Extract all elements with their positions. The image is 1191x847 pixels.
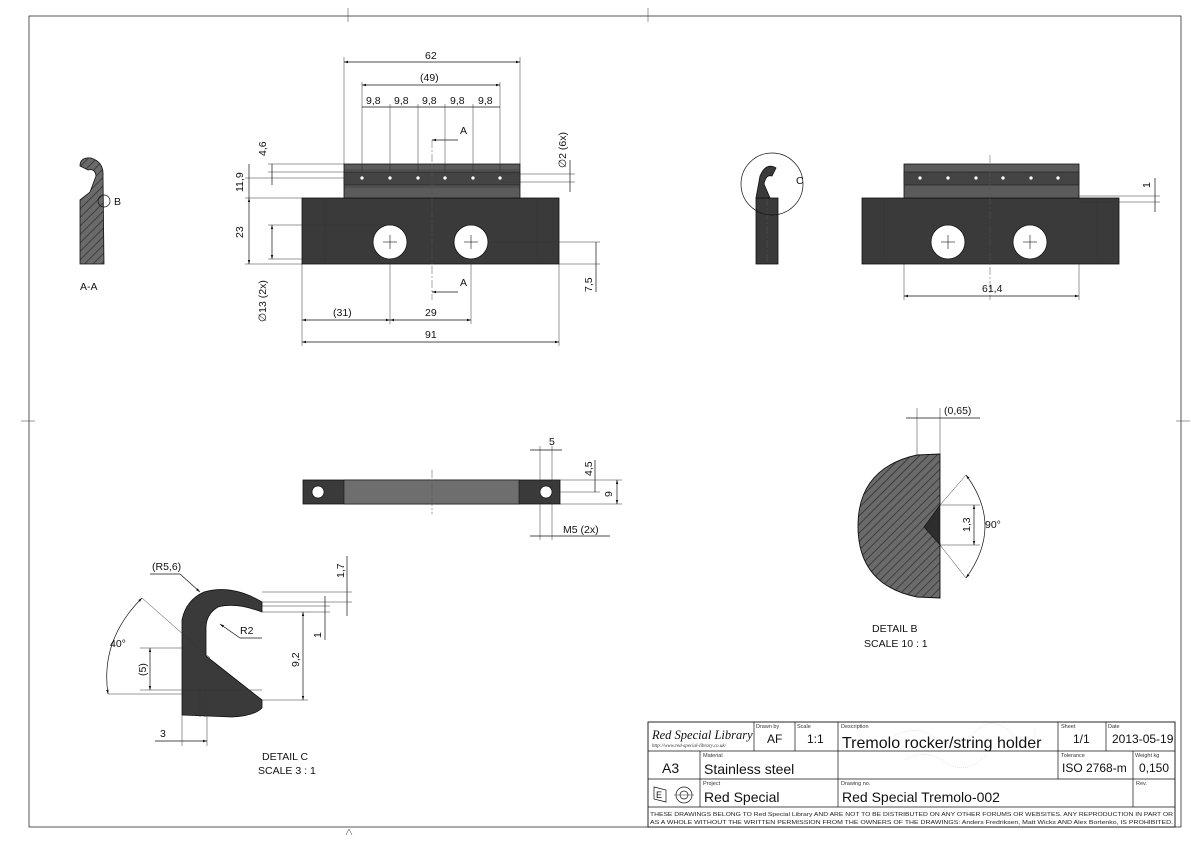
dim-1-3: 1,3 <box>961 517 973 532</box>
title-block: Red Special Library http://www.red-speci… <box>647 721 1176 828</box>
section-a-a-label: A-A <box>80 281 98 293</box>
project-label: Project <box>703 781 721 787</box>
signature-scribble <box>894 723 1036 768</box>
library-name: Red Special Library <box>651 728 753 742</box>
drawn-by-value: AF <box>767 732 782 746</box>
string-holes <box>359 175 503 181</box>
project-value: Red Special <box>704 789 780 805</box>
dim-91: 91 <box>425 329 437 341</box>
dim-pitch-3: 9,8 <box>422 95 437 107</box>
dim-small-holes: ∅2 (6x) <box>557 132 569 168</box>
dim-61-4: 61,4 <box>982 283 1003 295</box>
sheet-value: 1/1 <box>1073 732 1090 746</box>
detail-b-scale: SCALE 10 : 1 <box>864 638 928 650</box>
material-value: Stainless steel <box>704 761 794 777</box>
dim-0-65: (0,65) <box>944 405 971 417</box>
dim-thread: M5 (2x) <box>563 524 599 536</box>
description-value: Tremolo rocker/string holder <box>842 735 1042 752</box>
sheet-label: Sheet <box>1061 724 1076 730</box>
tolerance-label: Tolerance <box>1061 753 1085 759</box>
date-label: Date <box>1108 724 1120 730</box>
scale-label: Scale <box>797 724 811 730</box>
dim-large-holes: ∅13 (2x) <box>257 280 269 322</box>
section-a-a-view: B A-A <box>79 157 121 293</box>
detail-b-title: DETAIL B <box>872 623 918 635</box>
weight-label: Weight kg <box>1135 753 1159 759</box>
dim-49: (49) <box>420 72 439 84</box>
dim-62: 62 <box>425 50 437 62</box>
detail-c-view: (R5,6) R2 40° (5) 1,7 1 9,2 3 DETAIL C <box>106 556 352 777</box>
drawing-no-value: Red Special Tremolo-002 <box>842 789 1000 805</box>
side-profile-view: C <box>740 152 804 265</box>
dim-7-5: 7,5 <box>583 277 595 292</box>
dim-bottom-5: 5 <box>549 436 555 448</box>
format-value: A3 <box>662 760 679 776</box>
dim-pitch-2: 9,8 <box>394 95 409 107</box>
detail-b-circle <box>97 194 111 208</box>
sheet-border <box>28 15 1182 828</box>
dim-bottom-4-5: 4,5 <box>583 461 595 476</box>
dim-1-7: 1,7 <box>335 563 347 578</box>
weight-value: 0,150 <box>1139 761 1169 775</box>
detail-c-title: DETAIL C <box>262 751 309 763</box>
dim-c-5: (5) <box>137 663 149 676</box>
scale-value: 1:1 <box>807 732 824 746</box>
dim-29: 29 <box>425 307 437 319</box>
drawn-by-label: Drawn by <box>756 724 779 730</box>
projection-symbol-icon: E <box>653 786 694 804</box>
dim-23: 23 <box>234 226 246 238</box>
dim-31: (31) <box>333 307 352 319</box>
dim-40-deg: 40° <box>110 638 126 650</box>
tolerance-value: ISO 2768-m <box>1062 761 1127 775</box>
dim-r5-6: (R5,6) <box>152 561 181 573</box>
dim-c-3: 3 <box>160 728 166 740</box>
base-block <box>301 197 560 265</box>
dim-pitch-4: 9,8 <box>450 95 465 107</box>
rev-label: Rev. <box>1136 781 1147 787</box>
detail-b-view: (0,65) 1,3 90° DETAIL B SCALE 10 : 1 <box>857 405 1001 650</box>
dim-90-deg: 90° <box>985 519 1001 531</box>
footer-line-1: THESE DRAWINGS BELONG TO Red Special Lib… <box>650 812 1173 818</box>
rear-view: 1 61,4 <box>861 155 1160 300</box>
detail-b-marker: B <box>114 196 121 208</box>
dim-rear-1: 1 <box>1141 182 1153 188</box>
detail-c-circle <box>740 152 804 216</box>
dim-pitch-1: 9,8 <box>366 95 381 107</box>
library-url: http://www.red-special-library.co.uk/ <box>652 744 727 749</box>
description-label: Description <box>841 724 869 730</box>
drawing-no-label: Drawing no. <box>841 781 871 787</box>
date-value: 2013-05-19 <box>1112 732 1174 746</box>
dim-bottom-9: 9 <box>603 491 615 497</box>
section-marker-bottom: A <box>460 277 467 289</box>
dim-11-9: 11,9 <box>234 172 246 192</box>
dim-pitch-5: 9,8 <box>478 95 493 107</box>
bottom-view: 5 4,5 9 M5 (2x) <box>302 436 622 540</box>
front-view: A A 62 (49) 9,8 9,8 9,8 9,8 9,8 4,6 11,9 <box>234 50 600 346</box>
section-marker-top: A <box>460 125 467 137</box>
material-label: Material <box>703 753 723 759</box>
footer-line-2: AS A WHOLE WITHOUT THE WRITTEN PERMISSIO… <box>650 820 1174 826</box>
dim-4-6: 4,6 <box>257 141 269 156</box>
detail-c-scale: SCALE 3 : 1 <box>258 765 316 777</box>
detail-c-marker: C <box>796 175 804 187</box>
dim-9-2: 9,2 <box>290 652 302 667</box>
dim-c-1: 1 <box>312 632 324 638</box>
projection-letter: E <box>656 790 662 800</box>
dim-r2: R2 <box>240 625 254 637</box>
